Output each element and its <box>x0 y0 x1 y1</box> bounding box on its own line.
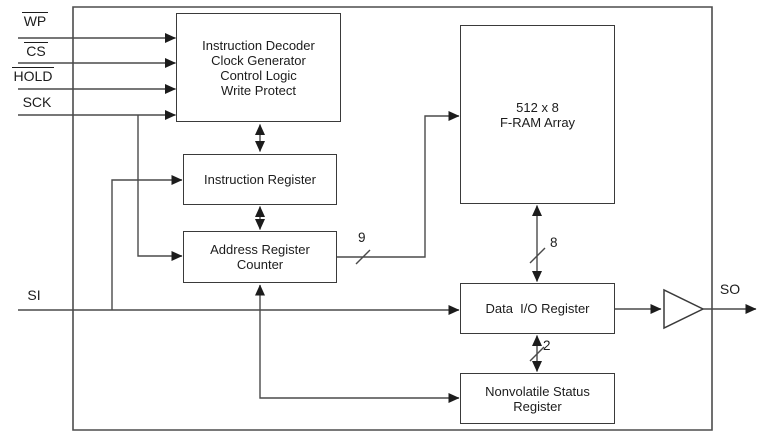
block-status-register-line1: Nonvolatile Status <box>485 383 590 399</box>
signal-hold-label: HOLD <box>11 67 55 84</box>
signal-so-label: SO <box>719 281 741 297</box>
signal-si: SI <box>22 287 46 303</box>
bus-slash-address <box>356 250 370 264</box>
bus-width-address: 9 <box>358 230 366 245</box>
block-instruction-register: Instruction Register <box>183 154 337 205</box>
block-address-register-counter: Address Register Counter <box>183 231 337 283</box>
wire-si-branch-instruction-register <box>112 175 183 310</box>
output-buffer-icon <box>664 290 703 328</box>
chip-outline <box>73 7 712 430</box>
block-fram-array-line1: 512 x 8 <box>516 99 559 115</box>
block-instruction-decoder-line4: Write Protect <box>221 82 296 98</box>
signal-cs: CS <box>21 42 51 59</box>
block-instruction-decoder-line3: Control Logic <box>220 67 297 83</box>
block-instruction-decoder: Instruction Decoder Clock Generator Cont… <box>176 13 341 122</box>
block-data-io-register-label: Data I/O Register <box>485 301 590 316</box>
block-instruction-decoder-line2: Clock Generator <box>211 52 306 68</box>
signal-so: SO <box>714 281 746 297</box>
block-instruction-register-label: Instruction Register <box>204 172 316 187</box>
block-instruction-decoder-line1: Instruction Decoder <box>202 37 315 53</box>
block-fram-array-line2: F-RAM Array <box>499 114 576 130</box>
block-fram-array: 512 x 8 F-RAM Array <box>460 25 615 204</box>
wire-sck-branch-address-counter <box>138 115 183 261</box>
signal-sck-label: SCK <box>22 94 52 110</box>
block-address-register-line1: Address Register <box>210 242 310 257</box>
block-status-register-line2: Register <box>513 398 562 414</box>
bus-slash-status <box>530 347 544 361</box>
bus-slash-data <box>530 248 545 263</box>
block-data-io-register: Data I/O Register <box>460 283 615 334</box>
bus-width-status: 2 <box>543 338 551 353</box>
block-address-register-line2: Counter <box>236 257 284 272</box>
signal-wp: WP <box>19 12 51 29</box>
signal-cs-label: CS <box>24 42 48 59</box>
wire-address-bus <box>337 111 460 257</box>
signal-sck: SCK <box>18 94 56 110</box>
signal-wp-label: WP <box>21 12 49 29</box>
bus-width-data: 8 <box>550 235 558 250</box>
signal-si-label: SI <box>27 287 41 303</box>
signal-hold: HOLD <box>9 67 57 84</box>
wire-si-branch-status-register <box>260 310 460 403</box>
block-nonvolatile-status-register: Nonvolatile Status Register <box>460 373 615 424</box>
